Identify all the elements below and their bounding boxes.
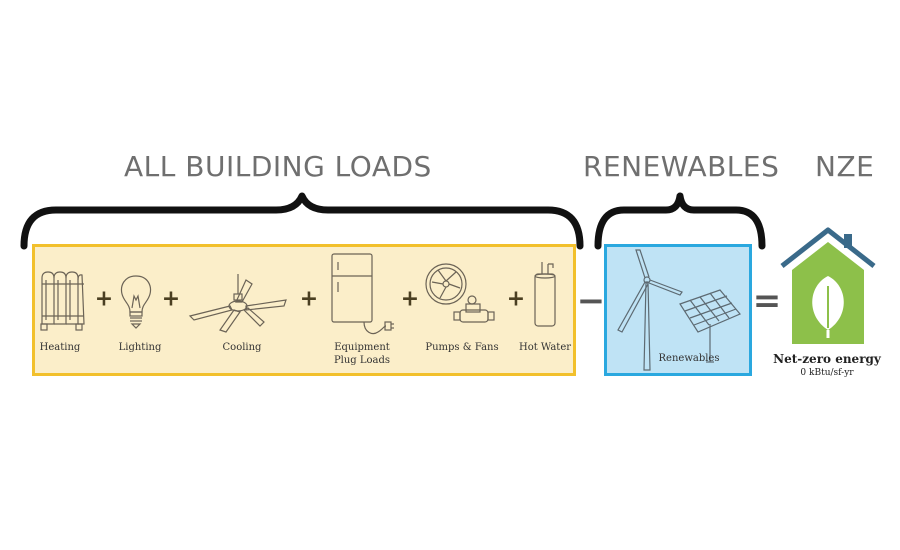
pump-fan-icon <box>425 263 495 323</box>
plus-operator: + <box>299 286 319 312</box>
plus-operator: + <box>506 286 526 312</box>
water-heater-icon <box>534 262 556 327</box>
plus-operator: + <box>400 286 420 312</box>
label-cooling: Cooling <box>222 342 262 353</box>
net-zero-title: Net-zero energy <box>773 352 881 366</box>
ceiling-fan-icon <box>188 274 287 333</box>
label-renewables: Renewables <box>658 353 720 364</box>
heading-renewables: RENEWABLES <box>583 150 780 183</box>
radiator-icon <box>40 271 85 331</box>
heading-nze: NZE <box>815 150 875 183</box>
loads-brace <box>20 192 584 250</box>
minus-operator: − <box>576 281 606 321</box>
plus-operator: + <box>94 286 114 312</box>
plus-operator: + <box>161 286 181 312</box>
label-lighting: Lighting <box>118 342 162 353</box>
green-house-leaf-icon <box>780 227 876 344</box>
equals-operator: = <box>752 281 782 321</box>
heading-all-building-loads: ALL BUILDING LOADS <box>124 150 432 183</box>
wind-turbine-icon <box>617 249 683 371</box>
label-heating: Heating <box>39 342 81 353</box>
net-zero-subtitle: 0 kBtu/sf-yr <box>800 368 854 378</box>
light-bulb-icon <box>120 275 152 329</box>
label-hot-water: Hot Water <box>518 342 572 353</box>
renewables-brace <box>594 192 766 250</box>
solar-panel-icon <box>679 289 741 363</box>
refrigerator-plug-icon <box>331 253 394 335</box>
label-pumps-fans: Pumps & Fans <box>425 342 499 353</box>
label-equipment-plug-loads: Equipment Plug Loads <box>333 342 391 366</box>
